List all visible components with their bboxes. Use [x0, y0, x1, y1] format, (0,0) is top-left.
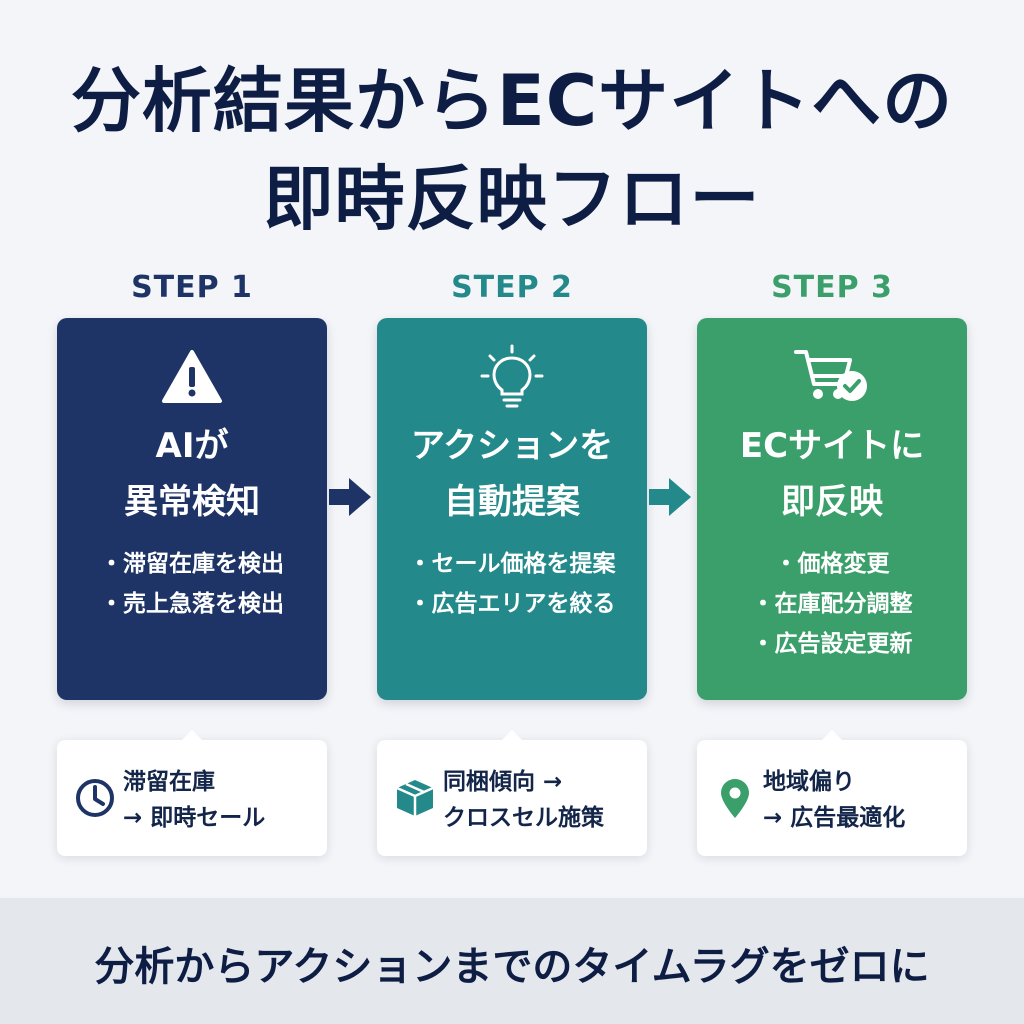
bullet-item: ・売上急落を検出: [100, 591, 284, 617]
step-3-title-line-1: ECサイトに: [739, 426, 925, 466]
bullet-item: ・広告設定更新: [751, 631, 913, 657]
step-2-title-line-2: 自動提案: [444, 482, 580, 522]
example-line-1: 地域偏り: [763, 769, 855, 795]
step-1-bullets: ・滞留在庫を検出 ・売上急落を検出: [57, 544, 327, 624]
lightbulb-icon: [377, 342, 647, 412]
bullet-item: ・価格変更: [774, 551, 890, 577]
step-2-card: アクションを 自動提案 ・セール価格を提案 ・広告エリアを絞る: [377, 318, 647, 700]
step-3-title-line-2: 即反映: [781, 482, 883, 522]
step-2-example-card: 同梱傾向 → クロスセル施策: [377, 730, 647, 856]
step-1-title: AIが 異常検知: [57, 418, 327, 530]
title-line-2: 即時反映フロー: [263, 158, 761, 240]
step-3-label: STEP 3: [771, 270, 893, 305]
example-line-1: 同梱傾向 →: [443, 769, 563, 795]
step-2-title-line-1: アクションを: [410, 426, 614, 466]
footer-banner: 分析からアクションまでのタイムラグをゼロに: [0, 898, 1024, 1024]
box-icon: [396, 780, 434, 816]
step-3-card: ECサイトに 即反映 ・価格変更 ・在庫配分調整 ・広告設定更新: [697, 318, 967, 700]
example-line-2: → 広告最適化: [763, 805, 906, 831]
bullet-item: ・在庫配分調整: [751, 591, 913, 617]
warning-icon: [57, 342, 327, 412]
step-3-example-text: 地域偏り → 広告最適化: [763, 764, 963, 836]
step-1-title-line-1: AIが: [155, 426, 229, 466]
step-1-card: AIが 異常検知 ・滞留在庫を検出 ・売上急落を検出: [57, 318, 327, 700]
step-3-title: ECサイトに 即反映: [697, 418, 967, 530]
arrow-right-icon: [649, 478, 691, 516]
page-title: 分析結果からECサイトへの 即時反映フロー: [0, 52, 1024, 248]
step-2-example-text: 同梱傾向 → クロスセル施策: [443, 764, 643, 836]
step-2-label: STEP 2: [451, 270, 573, 305]
step-1-example-text: 滞留在庫 → 即時セール: [123, 764, 323, 836]
example-line-2: → 即時セール: [123, 805, 266, 831]
map-pin-icon: [721, 779, 749, 818]
bullet-item: ・広告エリアを絞る: [408, 591, 616, 617]
arrow-right-icon: [329, 478, 371, 516]
cart-check-icon: [697, 342, 967, 412]
step-1-example-card: 滞留在庫 → 即時セール: [57, 730, 327, 856]
step-3-example-card: 地域偏り → 広告最適化: [697, 730, 967, 856]
step-3-bullets: ・価格変更 ・在庫配分調整 ・広告設定更新: [697, 544, 967, 664]
step-1-title-line-2: 異常検知: [124, 482, 260, 522]
step-2-title: アクションを 自動提案: [377, 418, 647, 530]
footer-text: 分析からアクションまでのタイムラグをゼロに: [94, 944, 930, 990]
bullet-item: ・滞留在庫を検出: [100, 551, 284, 577]
title-line-1: 分析結果からECサイトへの: [70, 60, 954, 142]
example-line-2: クロスセル施策: [443, 805, 604, 831]
step-2-bullets: ・セール価格を提案 ・広告エリアを絞る: [377, 544, 647, 624]
step-1-label: STEP 1: [131, 270, 253, 305]
clock-icon: [76, 779, 114, 817]
bullet-item: ・セール価格を提案: [408, 551, 616, 577]
example-line-1: 滞留在庫: [123, 769, 215, 795]
